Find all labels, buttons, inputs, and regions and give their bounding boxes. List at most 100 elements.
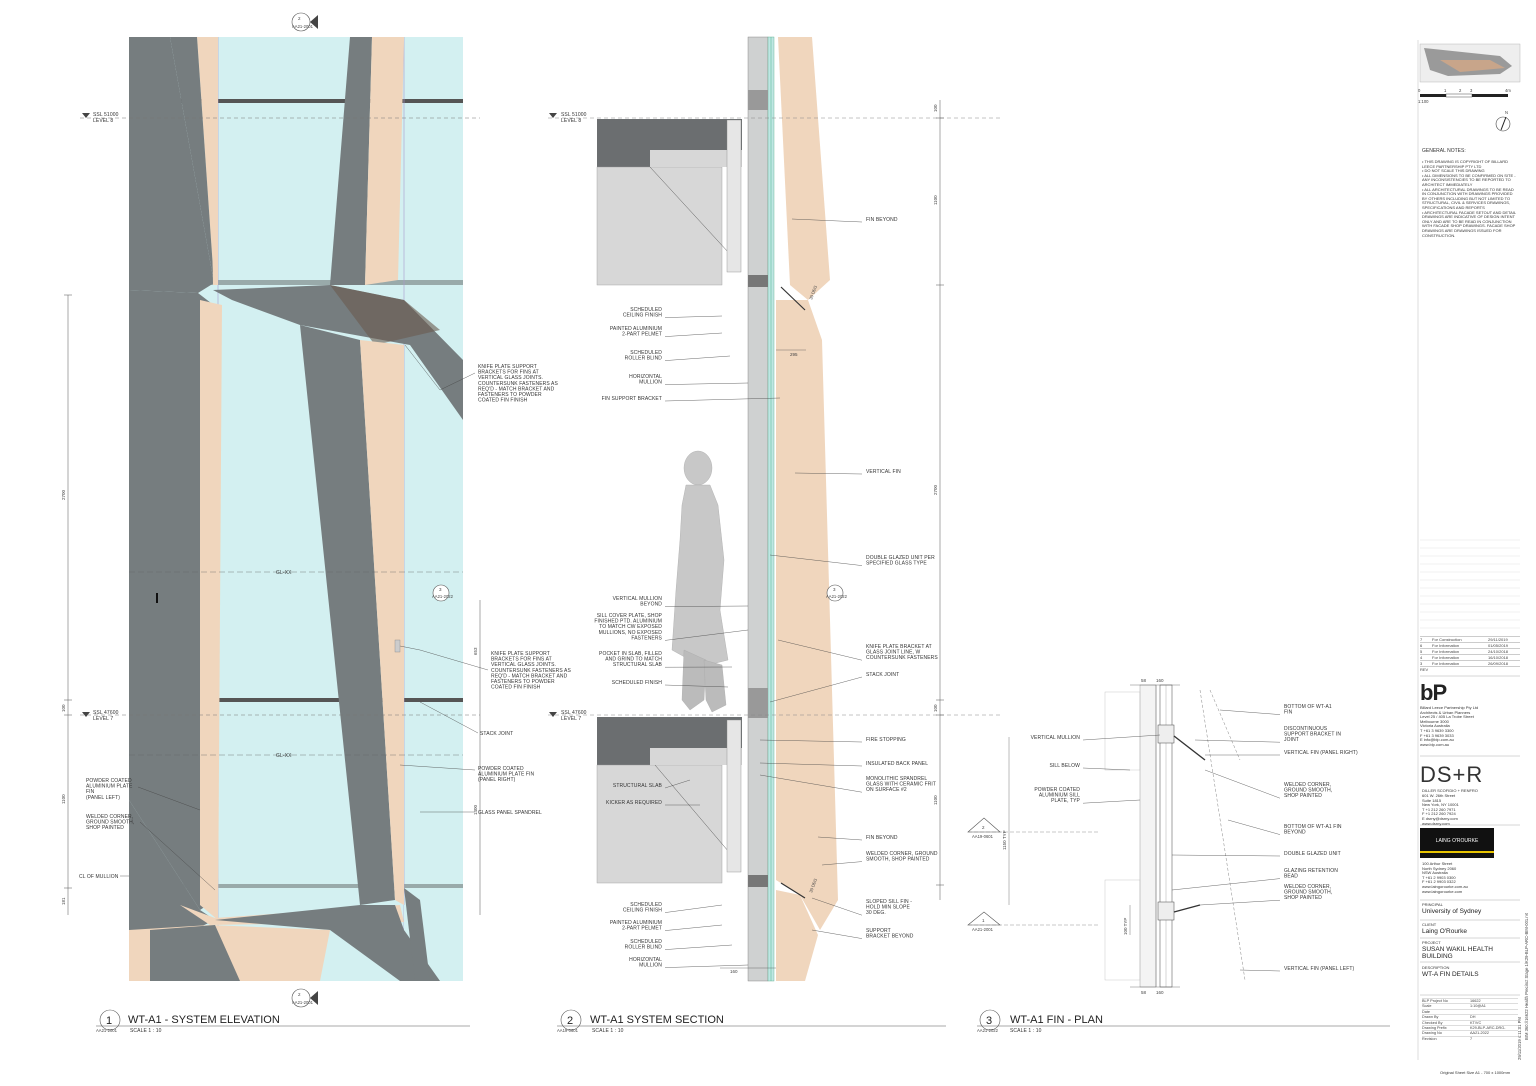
svg-text:1: 1 bbox=[106, 1015, 112, 1027]
dsr-address: 601 W. 26th Street Suite 1815 New York, … bbox=[1422, 793, 1459, 826]
dim-1100: 1100 bbox=[61, 794, 66, 804]
svg-text:SCALE 1 : 10: SCALE 1 : 10 bbox=[130, 1028, 162, 1034]
transom-top bbox=[129, 280, 463, 285]
svg-text:1:100: 1:100 bbox=[1418, 99, 1429, 104]
dsr-logo: DS+R bbox=[1420, 762, 1484, 787]
dim-1400: 1400 bbox=[473, 804, 478, 815]
svg-text:100 TYP: 100 TYP bbox=[1123, 918, 1128, 935]
description: WT-A FIN DETAILS bbox=[1422, 971, 1479, 978]
section-right-item: VERTICAL FIN bbox=[866, 469, 901, 475]
fin-lower bbox=[129, 800, 463, 981]
title-plan-text: WT-A1 FIN - PLAN bbox=[1010, 1014, 1103, 1026]
sloped-sill-fin-lower bbox=[780, 882, 806, 899]
section-mark-mid: 3 AA21-2022 bbox=[156, 584, 454, 603]
section-mark-bottom: 2 AA21-2001 bbox=[291, 988, 318, 1008]
fin-beyond-upper bbox=[778, 37, 830, 300]
section-left-item: SCHEDULED FINISH bbox=[612, 680, 663, 686]
svg-text:2: 2 bbox=[298, 16, 301, 21]
level-8-name: LEVEL 8 bbox=[93, 118, 113, 124]
plan-left-item: SILL BELOW bbox=[1049, 763, 1080, 769]
callout-welded: WELDED CORNER,GROUND SMOOTH,SHOP PAINTED bbox=[86, 814, 134, 831]
section-right-item: FIN BEYOND bbox=[866, 835, 898, 841]
fin-diagonal-upper bbox=[213, 285, 463, 420]
svg-text:LEVEL 8: LEVEL 8 bbox=[561, 118, 581, 124]
fin-right-upper bbox=[209, 37, 404, 285]
general-notes-list: • THIS DRAWING IS COPYRIGHT OF BILLARD L… bbox=[1422, 159, 1518, 238]
plan-right-item: VERTICAL FIN (PANEL LEFT) bbox=[1284, 966, 1355, 972]
svg-text:SSL 47600: SSL 47600 bbox=[561, 710, 587, 716]
svg-text:100: 100 bbox=[933, 104, 938, 112]
scale-bar: 0 1 2 3 4m 1:100 bbox=[1418, 88, 1511, 104]
project: SUSAN WAKIL HEALTH BUILDING bbox=[1422, 946, 1493, 960]
svg-text:SCALE 1 : 10: SCALE 1 : 10 bbox=[1010, 1028, 1042, 1034]
general-notes: GENERAL NOTES: • THIS DRAWING IS COPYRIG… bbox=[1422, 148, 1518, 238]
plan-right-item: WELDED CORNER,GROUND SMOOTH,SHOP PAINTED bbox=[1284, 884, 1332, 901]
level-7-ssl: SSL 47600 bbox=[93, 710, 119, 716]
dim-653: 653 bbox=[473, 647, 478, 655]
level-7-marker: SSL 47600 LEVEL 7 bbox=[80, 710, 480, 722]
north-arrow: N bbox=[1495, 110, 1511, 132]
system-section: SSL 51000 LEVEL 8 SSL 47600 LEVEL 7 100 … bbox=[548, 36, 1000, 1034]
svg-text:1100: 1100 bbox=[933, 795, 938, 805]
general-note: • THIS DRAWING IS COPYRIGHT OF BILLARD L… bbox=[1422, 159, 1509, 169]
fin-plan: 58 160 58 160 1150 TYP 100 TYP 2 AA19-06… bbox=[967, 678, 1390, 1034]
svg-text:1150 TYP: 1150 TYP bbox=[1002, 830, 1007, 850]
svg-text:2: 2 bbox=[1459, 88, 1462, 93]
svg-text:0: 0 bbox=[1418, 88, 1421, 93]
vertical-fin bbox=[776, 300, 838, 930]
section-mark-top: 2 AA21-2001 bbox=[291, 12, 318, 32]
transom-level7 bbox=[129, 698, 463, 702]
level-8-marker: SSL 51000 LEVEL 8 bbox=[80, 112, 480, 124]
section-right-item: FIN BEYOND bbox=[866, 217, 898, 223]
svg-text:AA19-0601: AA19-0601 bbox=[972, 834, 994, 839]
svg-text:AA21-2022: AA21-2022 bbox=[977, 1028, 999, 1033]
level-8-ssl: SSL 51000 bbox=[93, 112, 119, 118]
plan-right-item: VERTICAL FIN (PANEL RIGHT) bbox=[1284, 750, 1358, 756]
section-right-item: FIRE STOPPING bbox=[866, 737, 906, 743]
title-section-text: WT-A1 SYSTEM SECTION bbox=[590, 1014, 724, 1026]
transom-bottom bbox=[129, 884, 463, 888]
builder-address: 100 Arthur Street North Sydney 2060 NSW … bbox=[1422, 861, 1468, 894]
general-note: • ALL DIMENSIONS TO BE CONFIRMED ON SITE… bbox=[1422, 172, 1516, 187]
plan-right-item: DOUBLE GLAZED UNIT bbox=[1284, 851, 1341, 857]
fin-beyond-lower bbox=[776, 890, 818, 981]
dsr-name: DILLER SCOFIDIO + RENFRO bbox=[1422, 788, 1478, 793]
svg-text:AA21-2001: AA21-2001 bbox=[292, 24, 314, 29]
laing-orourke-logo: LAING O'ROURKE bbox=[1420, 828, 1494, 858]
svg-text:AA21-2022: AA21-2022 bbox=[432, 594, 454, 599]
fin-left-upper bbox=[129, 37, 218, 293]
section-mark-fin: 3 AA21-2022 bbox=[826, 584, 848, 602]
svg-text:4m: 4m bbox=[1505, 88, 1511, 93]
plan-mullion-lower bbox=[1157, 901, 1175, 921]
revision-row: REV bbox=[1420, 666, 1520, 672]
svg-text:2: 2 bbox=[982, 825, 985, 830]
client: Laing O'Rourke bbox=[1422, 928, 1467, 935]
svg-text:1100: 1100 bbox=[933, 195, 938, 205]
